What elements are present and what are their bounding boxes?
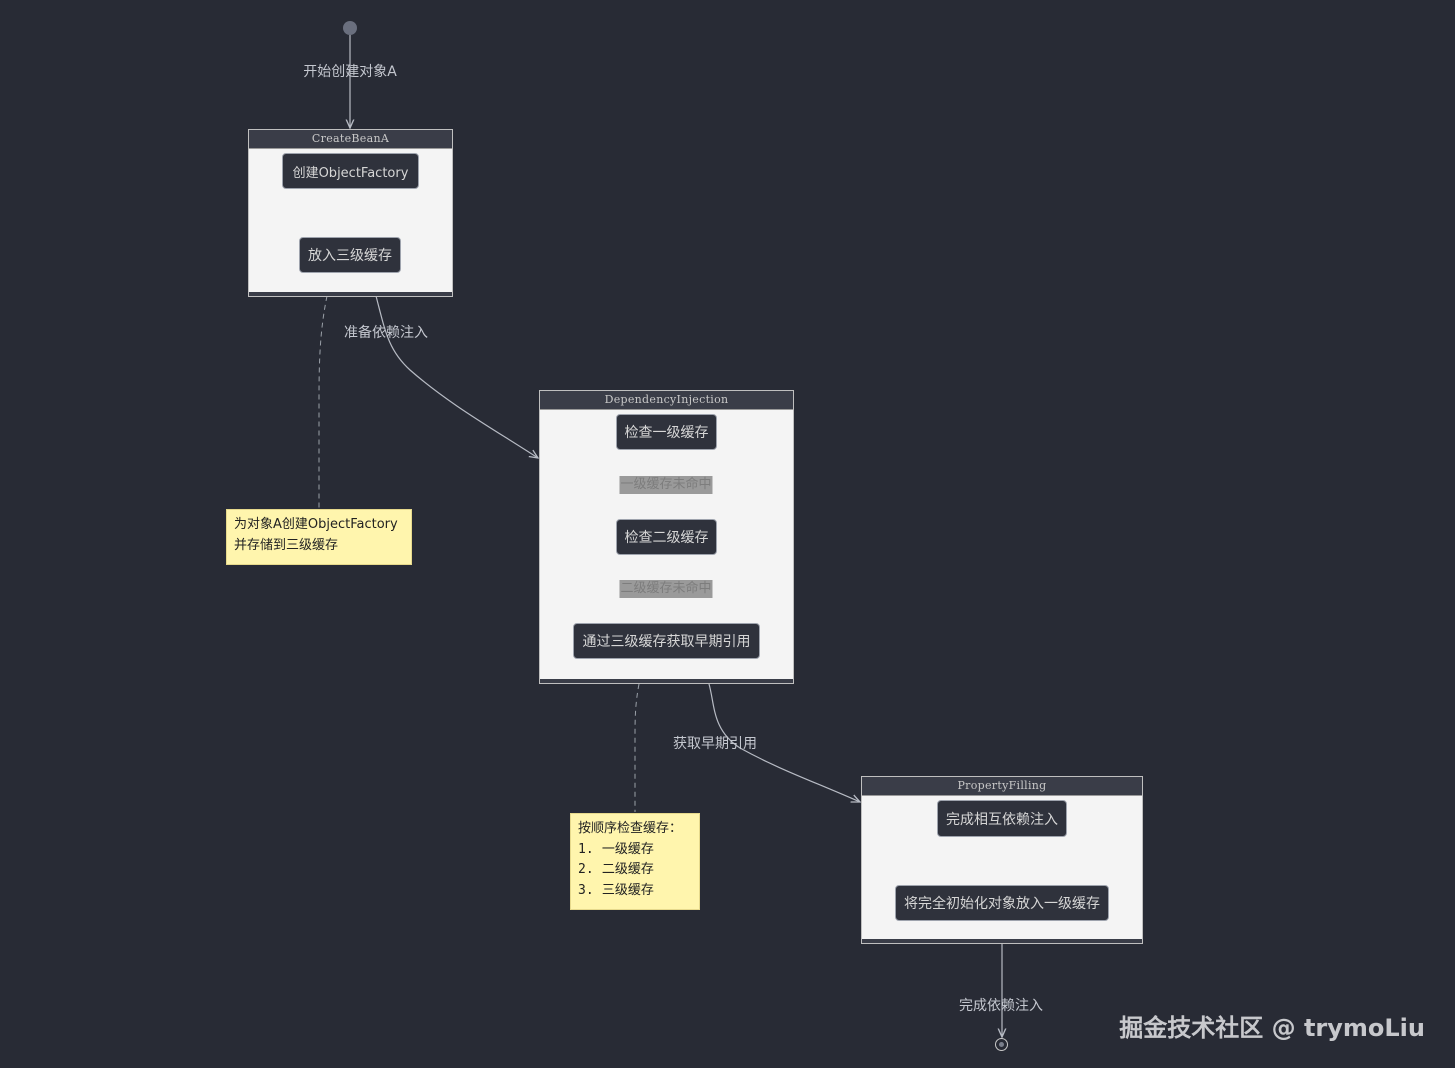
create-note-connector xyxy=(318,295,328,508)
start-transition-label: 开始创建对象A xyxy=(303,64,397,80)
note-list-item: 二级缓存 xyxy=(601,862,654,877)
list-number: 3. xyxy=(578,882,594,898)
node-get-early-reference[interactable]: 通过三级缓存获取早期引用 xyxy=(573,623,760,659)
inject-note-connector xyxy=(634,683,640,812)
list-number: 2. xyxy=(578,862,594,877)
note-line: 为对象A创建ObjectFactory xyxy=(234,517,398,532)
node-put-third-cache[interactable]: 放入三级缓存 xyxy=(299,237,401,273)
node-create-object-factory[interactable]: 创建ObjectFactory xyxy=(282,153,419,189)
list-number: 1. xyxy=(578,841,594,857)
end-state-dot[interactable] xyxy=(995,1038,1008,1051)
state-footer xyxy=(862,939,1142,943)
to-fill-transition-line xyxy=(708,683,860,802)
first-cache-miss-label: 一级缓存未命中 xyxy=(619,476,713,494)
note-list-item: 三级缓存 xyxy=(601,882,654,898)
start-state-dot[interactable] xyxy=(343,21,357,35)
note-create-object-factory: 为对象A创建ObjectFactory 并存储到三级缓存 xyxy=(226,509,412,565)
note-list-item: 一级缓存 xyxy=(601,841,654,857)
to-end-transition-label: 完成依赖注入 xyxy=(959,998,1043,1014)
note-line: 按顺序检查缓存： xyxy=(578,821,683,836)
watermark: 掘金技术社区 @ trymoLiu xyxy=(1119,1014,1425,1042)
node-check-first-cache[interactable]: 检查一级缓存 xyxy=(616,414,717,450)
to-fill-transition-label: 获取早期引用 xyxy=(673,736,757,752)
node-check-second-cache[interactable]: 检查二级缓存 xyxy=(616,519,717,555)
second-cache-miss-label: 二级缓存未命中 xyxy=(619,580,713,598)
node-complete-mutual-injection[interactable]: 完成相互依赖注入 xyxy=(937,800,1067,837)
state-footer xyxy=(249,292,452,296)
node-put-first-cache[interactable]: 将完全初始化对象放入一级缓存 xyxy=(895,885,1109,921)
to-inject-transition-label: 准备依赖注入 xyxy=(344,325,428,341)
state-title: PropertyFilling xyxy=(862,777,1142,796)
note-check-cache-order: 按顺序检查缓存： 1. 一级缓存 2. 二级缓存 3. 三级缓存 xyxy=(570,813,700,910)
to-inject-transition-line xyxy=(375,295,538,458)
state-title: DependencyInjection xyxy=(540,391,793,410)
state-title: CreateBeanA xyxy=(249,130,452,149)
note-line: 并存储到三级缓存 xyxy=(234,537,339,553)
state-footer xyxy=(540,679,793,683)
